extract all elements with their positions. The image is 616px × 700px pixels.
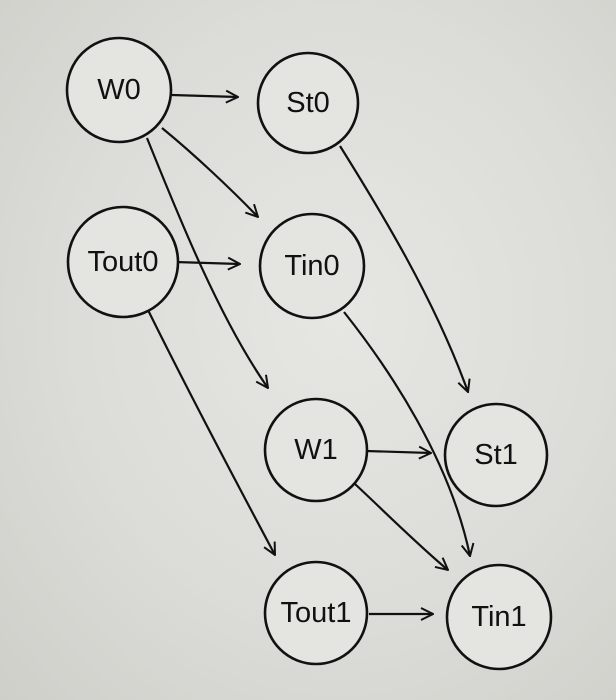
node-tout1-label: Tout1 xyxy=(281,597,352,629)
node-st0-label: St0 xyxy=(286,87,330,119)
node-tout0: Tout0 xyxy=(66,205,180,319)
edge-w1-tin1 xyxy=(354,483,448,570)
edge-tout0-tout1 xyxy=(146,307,275,555)
node-st1-label: St1 xyxy=(474,439,518,471)
node-tin1: Tin1 xyxy=(445,563,553,671)
node-st0: St0 xyxy=(256,51,360,155)
edge-st0-st1 xyxy=(339,145,468,392)
edge-w0-w1 xyxy=(145,137,268,388)
node-st1: St1 xyxy=(443,402,549,508)
edge-tout0-tin0 xyxy=(174,262,240,264)
node-w0: W0 xyxy=(65,36,173,144)
node-tout0-label: Tout0 xyxy=(88,246,159,278)
edge-w1-st1 xyxy=(365,451,431,453)
edge-w0-tin0 xyxy=(161,127,258,217)
node-tin0: Tin0 xyxy=(258,212,366,320)
node-tin1-label: Tin1 xyxy=(471,601,526,633)
edges-group xyxy=(145,95,470,614)
node-w0-label: W0 xyxy=(97,74,141,106)
node-tout1: Tout1 xyxy=(263,560,369,666)
edge-tin0-tin1 xyxy=(343,311,470,556)
node-w1-label: W1 xyxy=(294,434,338,466)
node-tin0-label: Tin0 xyxy=(284,250,339,282)
edge-w0-st0 xyxy=(171,95,238,97)
node-w1: W1 xyxy=(263,397,369,503)
